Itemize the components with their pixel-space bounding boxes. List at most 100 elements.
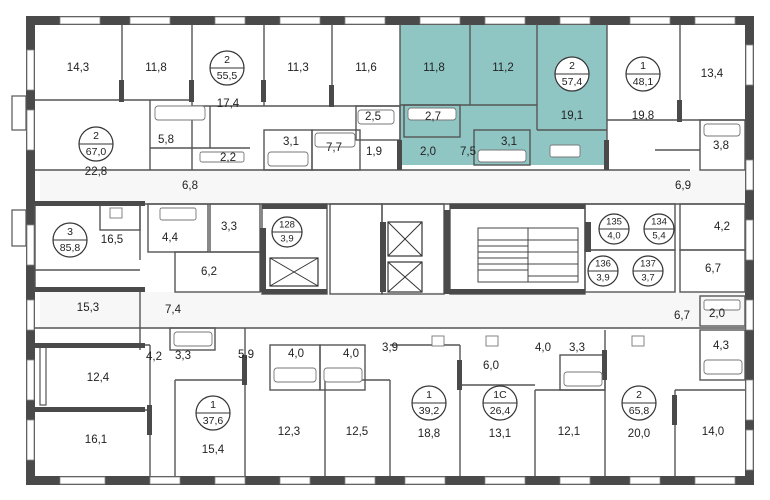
room-area: 3,1 [501, 136, 517, 148]
svg-text:48,1: 48,1 [633, 76, 654, 88]
svg-text:1: 1 [210, 399, 216, 411]
room-area: 11,3 [287, 62, 309, 74]
room-area: 4,2 [714, 221, 730, 233]
room-area: 6,9 [675, 180, 691, 192]
room-area: 4,0 [343, 348, 359, 360]
room-area: 17,4 [217, 98, 240, 110]
room-area: 12,3 [278, 426, 300, 438]
room-area: 3,3 [221, 221, 237, 233]
svg-text:128: 128 [279, 220, 295, 231]
svg-text:2: 2 [636, 389, 642, 401]
apartment-badge[interactable]: 3 85,8 [52, 222, 88, 258]
apartment-badge[interactable]: 2 65,8 [621, 385, 657, 421]
svg-text:3,7: 3,7 [641, 273, 654, 284]
room-area: 6,7 [674, 310, 690, 322]
room-area: 13,4 [701, 68, 724, 80]
room-area: 11,8 [423, 62, 445, 74]
room-area: 5,9 [238, 349, 254, 361]
room-area: 4,0 [288, 348, 304, 360]
fixtures [109, 105, 743, 387]
svg-text:134: 134 [651, 217, 667, 228]
svg-text:39,2: 39,2 [419, 405, 440, 417]
storage-badge[interactable]: 137 3,7 [632, 255, 664, 287]
windows [26, 16, 754, 485]
room-area: 12,5 [346, 426, 368, 438]
apartment-badge[interactable]: 1 48,1 [625, 56, 661, 92]
wall-stubs [35, 80, 682, 435]
svg-text:2: 2 [569, 60, 575, 72]
storage-badges: 128 3,9 135 4,0 134 5,4 136 3,9 137 3,7 [271, 213, 675, 287]
room-area: 16,5 [101, 234, 123, 246]
staircase [477, 227, 579, 283]
room-area: 2,0 [420, 146, 436, 158]
room-area: 4,3 [713, 340, 729, 352]
room-area: 22,8 [85, 166, 107, 178]
room-area: 7,4 [165, 304, 182, 316]
svg-text:26,4: 26,4 [490, 405, 511, 417]
svg-text:1: 1 [426, 389, 432, 401]
balconies [11, 95, 47, 406]
room-area: 6,0 [483, 360, 499, 372]
svg-text:67,0: 67,0 [86, 146, 107, 158]
room-area: 7,5 [460, 146, 476, 158]
svg-text:136: 136 [595, 259, 611, 270]
svg-text:137: 137 [640, 259, 656, 270]
apartment-badge[interactable]: 1 39,2 [411, 385, 447, 421]
svg-text:135: 135 [606, 217, 622, 228]
apartment-badge[interactable]: 1С 26,4 [482, 385, 518, 421]
svg-text:1: 1 [640, 60, 646, 72]
elevator-shafts [269, 221, 423, 293]
apartment-badge[interactable]: 2 57,4 [554, 56, 590, 92]
storage-badge[interactable]: 134 5,4 [643, 213, 675, 245]
svg-text:3: 3 [67, 226, 73, 238]
apartment-badge[interactable]: 2 67,0 [78, 126, 114, 162]
apartment-badges: 2 55,5 2 57,4 1 48,1 2 67,0 3 85,8 [52, 50, 661, 431]
room-area: 19,1 [561, 110, 583, 122]
room-area: 14,0 [702, 426, 724, 438]
svg-text:65,8: 65,8 [629, 405, 650, 417]
room-area: 5,8 [158, 134, 174, 146]
room-area: 3,3 [175, 350, 191, 362]
room-area: 2,7 [425, 111, 441, 123]
svg-text:57,4: 57,4 [562, 76, 583, 88]
room-area: 2,0 [709, 308, 725, 320]
room-area: 20,0 [628, 428, 650, 440]
apartment-badge[interactable]: 1 37,6 [195, 395, 231, 431]
room-area: 6,8 [182, 180, 198, 192]
room-area: 13,1 [489, 428, 511, 440]
corridor-bottom [40, 292, 748, 328]
svg-text:3,9: 3,9 [280, 234, 293, 245]
room-area: 19,8 [632, 110, 654, 122]
storage-badge[interactable]: 135 4,0 [598, 213, 630, 245]
room-area: 3,3 [569, 342, 585, 354]
room-labels: 14,3 11,8 17,4 11,3 11,6 11,8 11,2 19,1 … [67, 62, 730, 456]
room-area: 4,0 [535, 342, 551, 354]
room-area: 15,4 [202, 444, 225, 456]
room-area: 7,7 [326, 142, 342, 154]
room-area: 4,2 [146, 351, 162, 363]
svg-text:2: 2 [93, 130, 99, 142]
svg-text:5,4: 5,4 [652, 231, 665, 242]
room-area: 6,7 [705, 263, 721, 275]
storage-badge[interactable]: 128 3,9 [271, 216, 303, 248]
apartment-badge[interactable]: 2 55,5 [209, 50, 245, 86]
room-area: 3,9 [382, 342, 398, 354]
storage-badge[interactable]: 136 3,9 [587, 255, 619, 287]
room-area: 11,6 [355, 62, 377, 74]
svg-text:2: 2 [224, 54, 230, 66]
corridor-top [40, 170, 748, 204]
svg-text:1С: 1С [493, 389, 507, 401]
svg-text:4,0: 4,0 [607, 231, 620, 242]
room-area: 4,4 [162, 232, 179, 244]
room-area: 12,1 [558, 426, 580, 438]
svg-text:3,9: 3,9 [596, 273, 609, 284]
svg-text:37,6: 37,6 [203, 415, 224, 427]
room-area: 15,3 [77, 302, 99, 314]
room-area: 18,8 [418, 428, 440, 440]
svg-text:55,5: 55,5 [217, 70, 238, 82]
room-area: 16,1 [85, 434, 107, 446]
room-area: 14,3 [67, 62, 89, 74]
room-area: 1,9 [366, 146, 382, 158]
room-area: 2,2 [220, 152, 236, 164]
